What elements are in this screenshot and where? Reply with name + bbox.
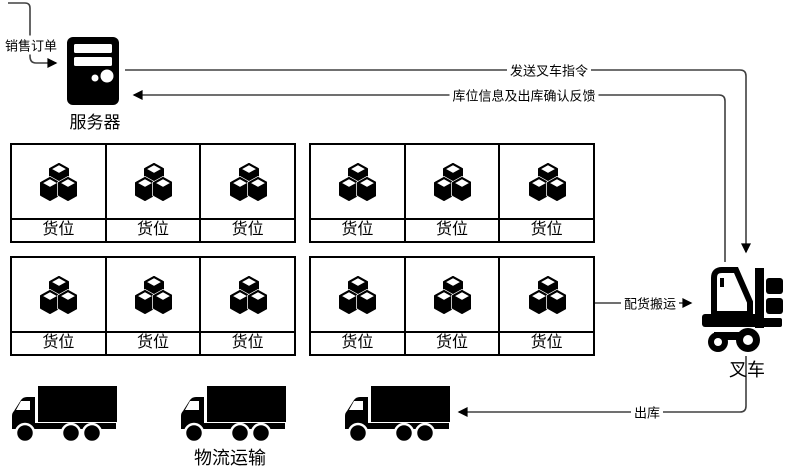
slot-label: 货位 xyxy=(405,218,499,241)
cube-stack-icon xyxy=(500,145,593,218)
storage-slot: 货位 xyxy=(12,145,105,241)
storage-slot: 货位 xyxy=(311,258,404,354)
sales-order-arrow xyxy=(8,2,58,68)
storage-slot: 货位 xyxy=(403,258,499,354)
storage-slot: 货位 xyxy=(498,258,594,354)
slot-label: 货位 xyxy=(405,331,499,354)
storage-slot: 货位 xyxy=(199,145,295,241)
slot-label: 货位 xyxy=(500,218,594,241)
server-label: 服务器 xyxy=(69,113,121,132)
cube-stack-icon xyxy=(406,145,499,218)
cube-stack-icon xyxy=(201,145,294,218)
send-command-label: 发送叉车指令 xyxy=(506,60,592,80)
outbound-arrow xyxy=(457,356,747,417)
slot-label: 货位 xyxy=(201,331,295,354)
slot-label: 货位 xyxy=(12,218,105,241)
outbound-label: 出库 xyxy=(630,402,664,422)
sales-order-label: 销售订单 xyxy=(1,35,61,55)
truck-icon xyxy=(343,385,451,443)
slot-label: 货位 xyxy=(106,218,200,241)
slot-label: 货位 xyxy=(500,331,594,354)
cube-stack-icon xyxy=(107,258,200,331)
storage-slot: 货位 xyxy=(104,145,200,241)
distribution-label: 配货搬运 xyxy=(620,293,680,313)
cube-stack-icon xyxy=(12,145,105,218)
cube-stack-icon xyxy=(107,145,200,218)
server-tower-icon xyxy=(67,37,119,105)
feedback-label: 库位信息及出库确认反馈 xyxy=(449,85,599,105)
storage-rack-4: 货位 货位 货位 xyxy=(309,256,595,356)
forklift-label: 叉车 xyxy=(729,360,765,380)
slot-label: 货位 xyxy=(201,218,295,241)
slot-label: 货位 xyxy=(106,331,200,354)
truck-icon xyxy=(10,385,118,443)
storage-rack-1: 货位 货位 货位 xyxy=(10,143,296,243)
feedback-arrow xyxy=(132,90,726,262)
storage-slot: 货位 xyxy=(199,258,295,354)
storage-slot: 货位 xyxy=(498,145,594,241)
storage-slot: 货位 xyxy=(12,258,105,354)
cube-stack-icon xyxy=(311,258,404,331)
slot-label: 货位 xyxy=(311,331,404,354)
cube-stack-icon xyxy=(406,258,499,331)
storage-rack-2: 货位 货位 货位 xyxy=(309,143,595,243)
storage-slot: 货位 xyxy=(403,145,499,241)
cube-stack-icon xyxy=(311,145,404,218)
slot-label: 货位 xyxy=(311,218,404,241)
storage-slot: 货位 xyxy=(311,145,404,241)
forklift-icon xyxy=(702,267,783,352)
storage-slot: 货位 xyxy=(104,258,200,354)
cube-stack-icon xyxy=(12,258,105,331)
truck-icon xyxy=(179,385,287,443)
cube-stack-icon xyxy=(500,258,593,331)
storage-rack-3: 货位 货位 货位 xyxy=(10,256,296,356)
send-command-arrow xyxy=(125,69,751,254)
logistics-label: 物流运输 xyxy=(194,448,266,468)
slot-label: 货位 xyxy=(12,331,105,354)
cube-stack-icon xyxy=(201,258,294,331)
